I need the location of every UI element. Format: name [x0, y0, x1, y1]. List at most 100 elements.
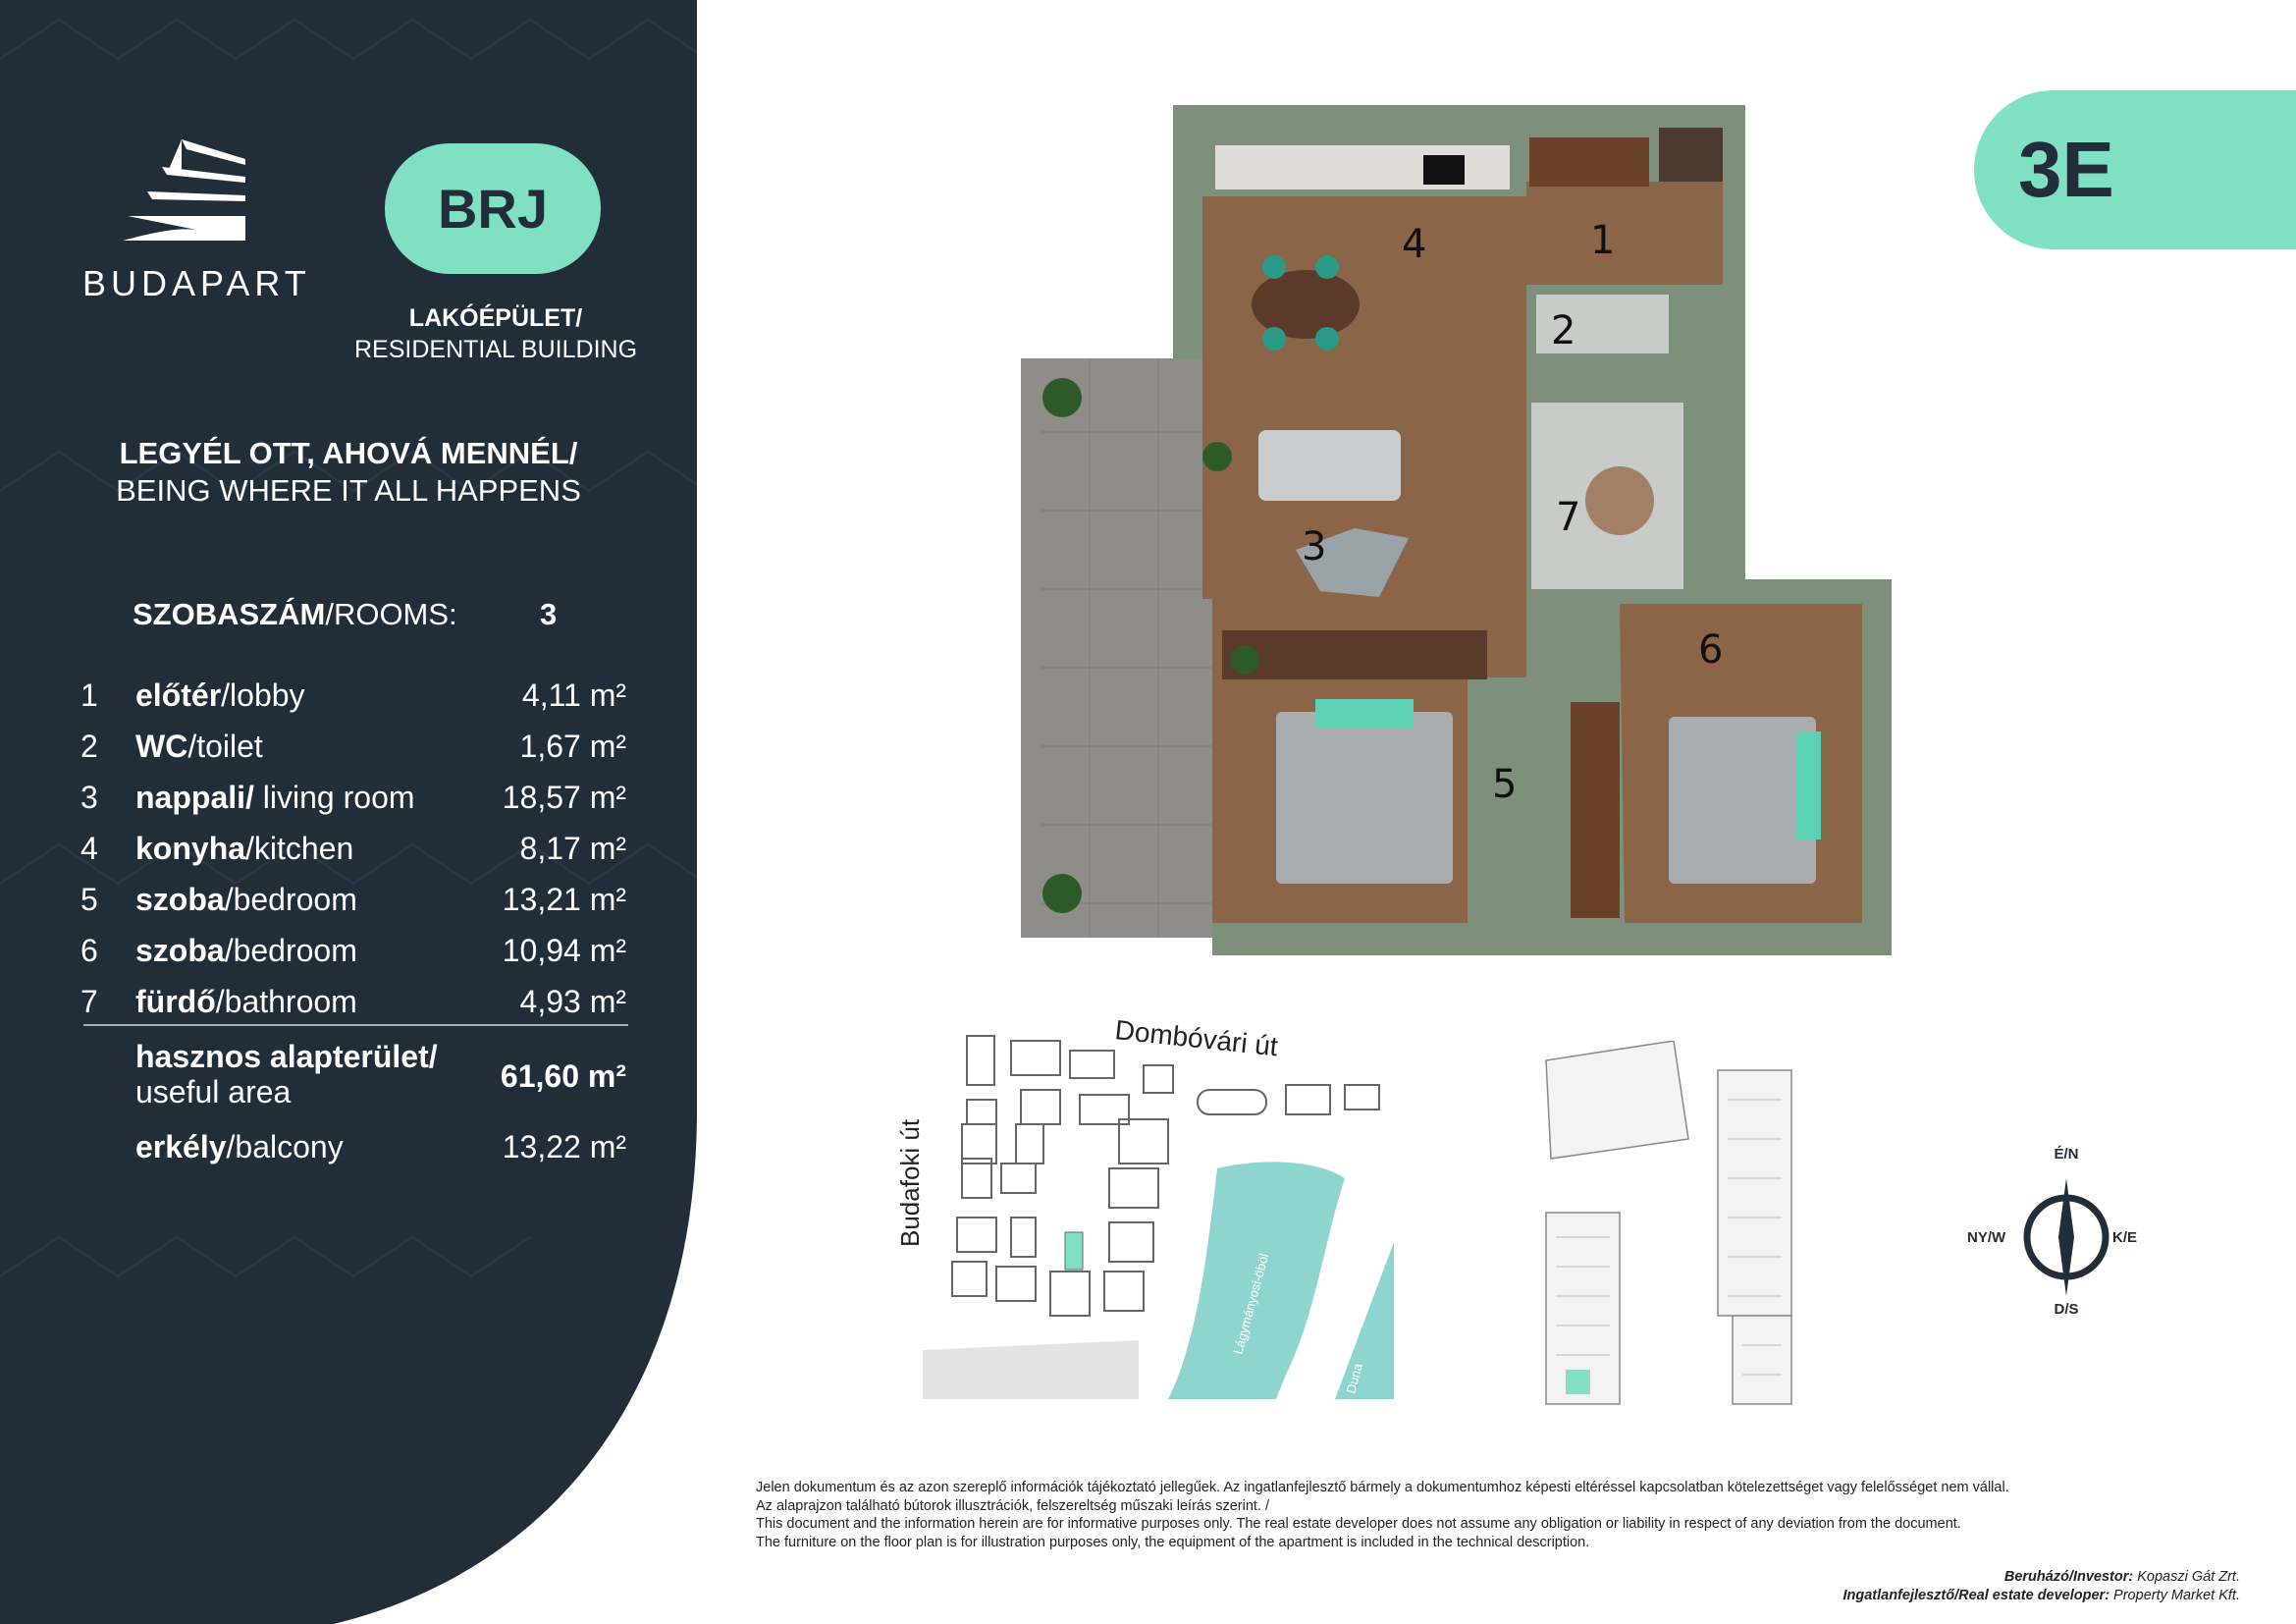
- balcony-row: erkély/balcony 13,22 m²: [0, 1129, 687, 1172]
- brand-name: BUDAPART: [82, 263, 311, 303]
- toilet-floor: [1536, 295, 1669, 353]
- svg-text:4: 4: [1402, 222, 1426, 267]
- room-name-hu: szoba: [135, 882, 225, 917]
- disclaimer-line: The furniture on the floor plan is for i…: [756, 1534, 1590, 1550]
- balcony-en: /balcony: [226, 1129, 344, 1164]
- room-area: 1,67 m²: [519, 729, 626, 764]
- svg-text:2: 2: [1551, 308, 1575, 353]
- rooms-label-hu: SZOBASZÁM: [133, 597, 326, 631]
- apartment-id-badge: 3E: [1974, 90, 2296, 249]
- room-name: szoba/bedroom: [135, 882, 357, 918]
- room-name-hu: szoba: [135, 933, 225, 968]
- kitchen-counter: [1215, 145, 1510, 189]
- sofa: [1258, 430, 1401, 501]
- compass-icon: É/N D/S NY/W K/E: [1967, 1146, 2137, 1318]
- room-name-hu: nappali/: [135, 780, 254, 815]
- balcony-area: [1021, 358, 1227, 938]
- room-number: 3: [80, 780, 98, 815]
- sideboard: [1222, 630, 1487, 679]
- bath-rug: [1585, 466, 1654, 535]
- river: [1335, 1242, 1394, 1399]
- room-number: 1: [80, 677, 98, 713]
- building-type-hu: LAKÓÉPÜLET/: [408, 304, 583, 332]
- room-area: 18,57 m²: [502, 780, 626, 815]
- rooms-count-value: 3: [540, 597, 558, 631]
- building-code-badge: BRJ: [385, 143, 601, 274]
- coffee-table: [1296, 528, 1409, 597]
- room-row: 3 nappali/ living room 18,57 m²: [0, 780, 687, 823]
- room-row: 6 szoba/bedroom 10,94 m²: [0, 933, 687, 976]
- room-name-hu: előtér: [135, 677, 222, 713]
- disclaimer-line: Jelen dokumentum és az azon szereplő inf…: [756, 1480, 2009, 1495]
- room-name-hu: fürdő: [135, 984, 216, 1019]
- balcony-hu: erkély: [135, 1129, 227, 1164]
- room-name: WC/toilet: [135, 729, 263, 765]
- room-area: 13,21 m²: [502, 882, 626, 917]
- svg-text:3: 3: [1302, 524, 1326, 569]
- rooms-count-label: SZOBASZÁM/ROOMS:: [133, 597, 457, 632]
- disclaimer: Jelen dokumentum és az azon szereplő inf…: [756, 1479, 2228, 1551]
- investor-name: Kopaszi Gát Zrt.: [2133, 1569, 2240, 1585]
- room-name-en: /bedroom: [224, 882, 357, 917]
- room-area: 4,11 m²: [521, 677, 626, 713]
- dining-table: [1252, 270, 1360, 339]
- sidebar-background: [0, 0, 697, 1624]
- useful-area-value: 61,60 m²: [500, 1058, 626, 1094]
- apartment-location-highlight: [1566, 1370, 1590, 1394]
- street-budafoki: Budafoki út: [895, 1118, 925, 1247]
- room-number: 2: [80, 729, 98, 764]
- compass-south: D/S: [2054, 1301, 2078, 1318]
- building-key-plan: [1545, 1041, 1792, 1405]
- building-type-en: RESIDENTIAL BUILDING: [353, 336, 638, 363]
- room-area: 10,94 m²: [502, 933, 626, 968]
- room-name: szoba/bedroom: [135, 933, 357, 969]
- svg-text:7: 7: [1556, 495, 1580, 540]
- useful-area-row: hasznos alapterület/useful area 61,60 m²: [0, 1039, 687, 1117]
- compass-north: É/N: [2054, 1146, 2078, 1163]
- bed-5: [1276, 712, 1453, 884]
- room-row: 4 konyha/kitchen 8,17 m²: [0, 831, 687, 874]
- room-name-en: /bedroom: [224, 933, 357, 968]
- useful-area-hu: hasznos alapterület/: [135, 1039, 438, 1074]
- room-number: 6: [80, 933, 98, 968]
- room-name-en: /toilet: [187, 729, 263, 764]
- bed-6: [1669, 717, 1816, 884]
- credits: Beruházó/Investor: Kopaszi Gát Zrt. Inga…: [1842, 1568, 2240, 1604]
- room-name: fürdő/bathroom: [135, 984, 357, 1020]
- room-name: előtér/lobby: [135, 677, 305, 714]
- compass-west: NY/W: [1967, 1229, 2006, 1246]
- rooms-label-en: /ROOMS:: [325, 597, 457, 631]
- disclaimer-line: Az alaprajzon található bútorok illusztr…: [756, 1497, 1270, 1514]
- room-name: nappali/ living room: [135, 780, 415, 816]
- site-map: Dombóvári út Budafoki út Lágymányosi-öbö…: [895, 1014, 1394, 1399]
- room-number: 4: [80, 831, 98, 866]
- developer-label: Ingatlanfejlesztő/Real estate developer:: [1842, 1587, 2110, 1603]
- developer-name: Property Market Kft.: [2109, 1587, 2240, 1603]
- disclaimer-line: This document and the information herein…: [756, 1516, 1961, 1532]
- room-name-en: /lobby: [221, 677, 305, 713]
- balcony-value: 13,22 m²: [502, 1129, 626, 1164]
- room-number: 5: [80, 882, 98, 917]
- tagline-en: BEING WHERE IT ALL HAPPENS: [116, 473, 581, 508]
- room-name: konyha/kitchen: [135, 831, 353, 867]
- room-area: 8,17 m²: [519, 831, 626, 866]
- room-name-en: /kitchen: [245, 831, 354, 866]
- budapart-logo-icon: [123, 139, 245, 241]
- compass-east: K/E: [2112, 1229, 2137, 1246]
- room-area: 4,93 m²: [519, 984, 626, 1019]
- room-name-en: living room: [253, 780, 415, 815]
- svg-text:6: 6: [1698, 627, 1723, 673]
- building-type: LAKÓÉPÜLET/RESIDENTIAL BUILDING: [334, 302, 658, 365]
- room-row: 2 WC/toilet 1,67 m²: [0, 729, 687, 772]
- lagoon: [1168, 1162, 1345, 1399]
- svg-text:5: 5: [1492, 762, 1517, 807]
- tagline-hu: LEGYÉL OTT, AHOVÁ MENNÉL/: [119, 436, 578, 470]
- tagline: LEGYÉL OTT, AHOVÁ MENNÉL/BEING WHERE IT …: [59, 435, 638, 510]
- investor-label: Beruházó/Investor:: [2003, 1569, 2134, 1585]
- room-name-hu: WC: [135, 729, 188, 764]
- room-row: 1 előtér/lobby 4,11 m²: [0, 677, 687, 721]
- useful-area-en: useful area: [135, 1074, 292, 1110]
